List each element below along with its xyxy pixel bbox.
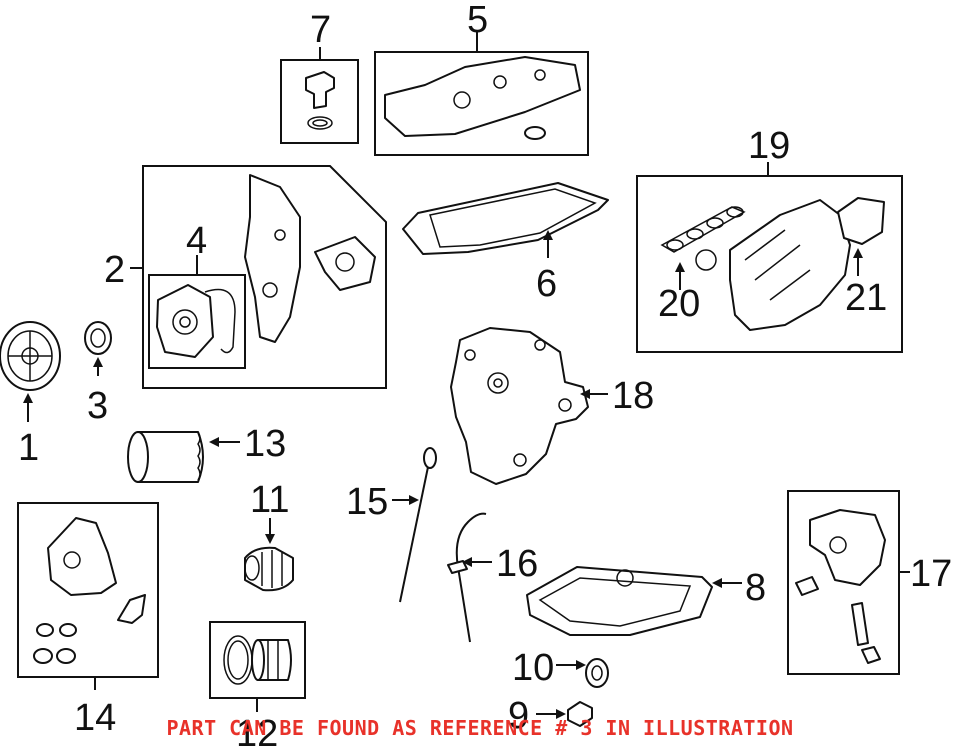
callout-14: 14	[74, 697, 116, 739]
part-2-timing-cover-group[interactable]	[142, 165, 387, 389]
part-3-crankshaft-seal[interactable]	[84, 321, 112, 355]
callout-1: 1	[18, 427, 39, 469]
callout-17: 17	[910, 553, 952, 595]
part-5-box	[374, 51, 589, 156]
part-16-dipstick-tube[interactable]	[447, 512, 487, 643]
part-7-oil-filler-cap[interactable]	[280, 59, 359, 144]
part-11-filter-element[interactable]	[244, 546, 294, 592]
part-17-oil-control-valve[interactable]	[787, 490, 900, 675]
callout-21: 21	[845, 277, 887, 319]
callout-16: 16	[496, 543, 538, 585]
callout-11: 11	[250, 479, 289, 521]
part-9-drain-plug[interactable]	[567, 701, 593, 727]
callout-6: 6	[536, 263, 557, 305]
callout-18: 18	[612, 375, 654, 417]
callout-4: 4	[186, 220, 207, 262]
part-6-valve-cover-gasket[interactable]	[402, 182, 609, 255]
part-18-front-cover[interactable]	[450, 327, 589, 485]
part-19-intake-manifold[interactable]	[636, 175, 903, 353]
part-14-box	[17, 502, 159, 678]
callout-19: 19	[748, 125, 790, 167]
part-8-oil-pan[interactable]	[526, 566, 713, 636]
part-17-box	[787, 490, 900, 675]
callout-5: 5	[467, 0, 488, 41]
callout-10: 10	[512, 647, 554, 689]
callout-15: 15	[346, 481, 388, 523]
part-19-box	[636, 175, 903, 353]
callout-8: 8	[745, 567, 766, 609]
part-20-intake-gasket[interactable]	[660, 206, 746, 271]
reference-notice: PART CAN BE FOUND AS REFERENCE # 3 IN IL…	[166, 716, 794, 740]
part-21-manifold-cover	[853, 248, 863, 276]
part-14-filter-housing[interactable]	[17, 502, 159, 678]
part-1-crankshaft-pulley[interactable]	[0, 321, 61, 391]
callout-20: 20	[658, 283, 700, 325]
part-4-water-pump[interactable]	[148, 274, 246, 369]
callout-3: 3	[87, 385, 108, 427]
callout-2: 2	[104, 249, 125, 291]
part-5-valve-cover[interactable]	[374, 51, 589, 156]
callout-9: 9	[508, 695, 529, 737]
part-2-box	[142, 165, 387, 389]
part-10-drain-plug-gasket[interactable]	[585, 658, 609, 688]
part-12-filter-kit[interactable]	[209, 621, 306, 699]
callout-13: 13	[244, 423, 286, 465]
part-15-dipstick[interactable]	[399, 447, 437, 603]
callout-7: 7	[310, 9, 331, 51]
callout-12: 12	[236, 713, 278, 747]
part-13-oil-filter[interactable]	[127, 431, 204, 483]
